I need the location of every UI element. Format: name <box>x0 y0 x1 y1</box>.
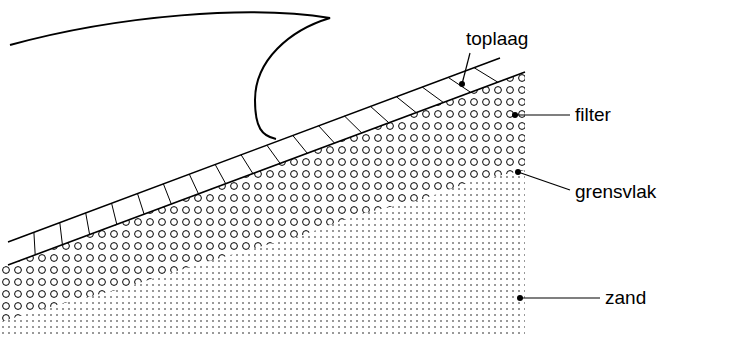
interface-label: grensvlak <box>575 181 656 203</box>
top-layer <box>8 58 525 265</box>
block-joint <box>86 213 90 235</box>
block-joint <box>112 203 117 224</box>
block-joint <box>215 165 226 184</box>
block-joint <box>474 68 498 83</box>
block-joint <box>60 223 63 245</box>
block-joint <box>267 145 280 163</box>
block-joint <box>345 116 362 133</box>
block-joint <box>319 126 335 143</box>
block-joint <box>293 136 308 154</box>
block-joint <box>138 194 145 215</box>
layer-label: filter <box>575 104 611 126</box>
leader-dots <box>459 81 523 301</box>
block-joint <box>163 184 171 204</box>
block-joint <box>34 232 35 255</box>
leader-lines <box>462 53 600 298</box>
block-joint <box>422 87 443 102</box>
wave-outline <box>10 12 330 139</box>
block-joint <box>371 106 389 122</box>
block-joint <box>241 155 253 174</box>
layer-label: toplaag <box>466 28 528 50</box>
block-joint <box>396 97 416 113</box>
block-joint <box>189 174 198 194</box>
layer-label: zand <box>605 287 646 309</box>
block-joint <box>448 77 470 92</box>
